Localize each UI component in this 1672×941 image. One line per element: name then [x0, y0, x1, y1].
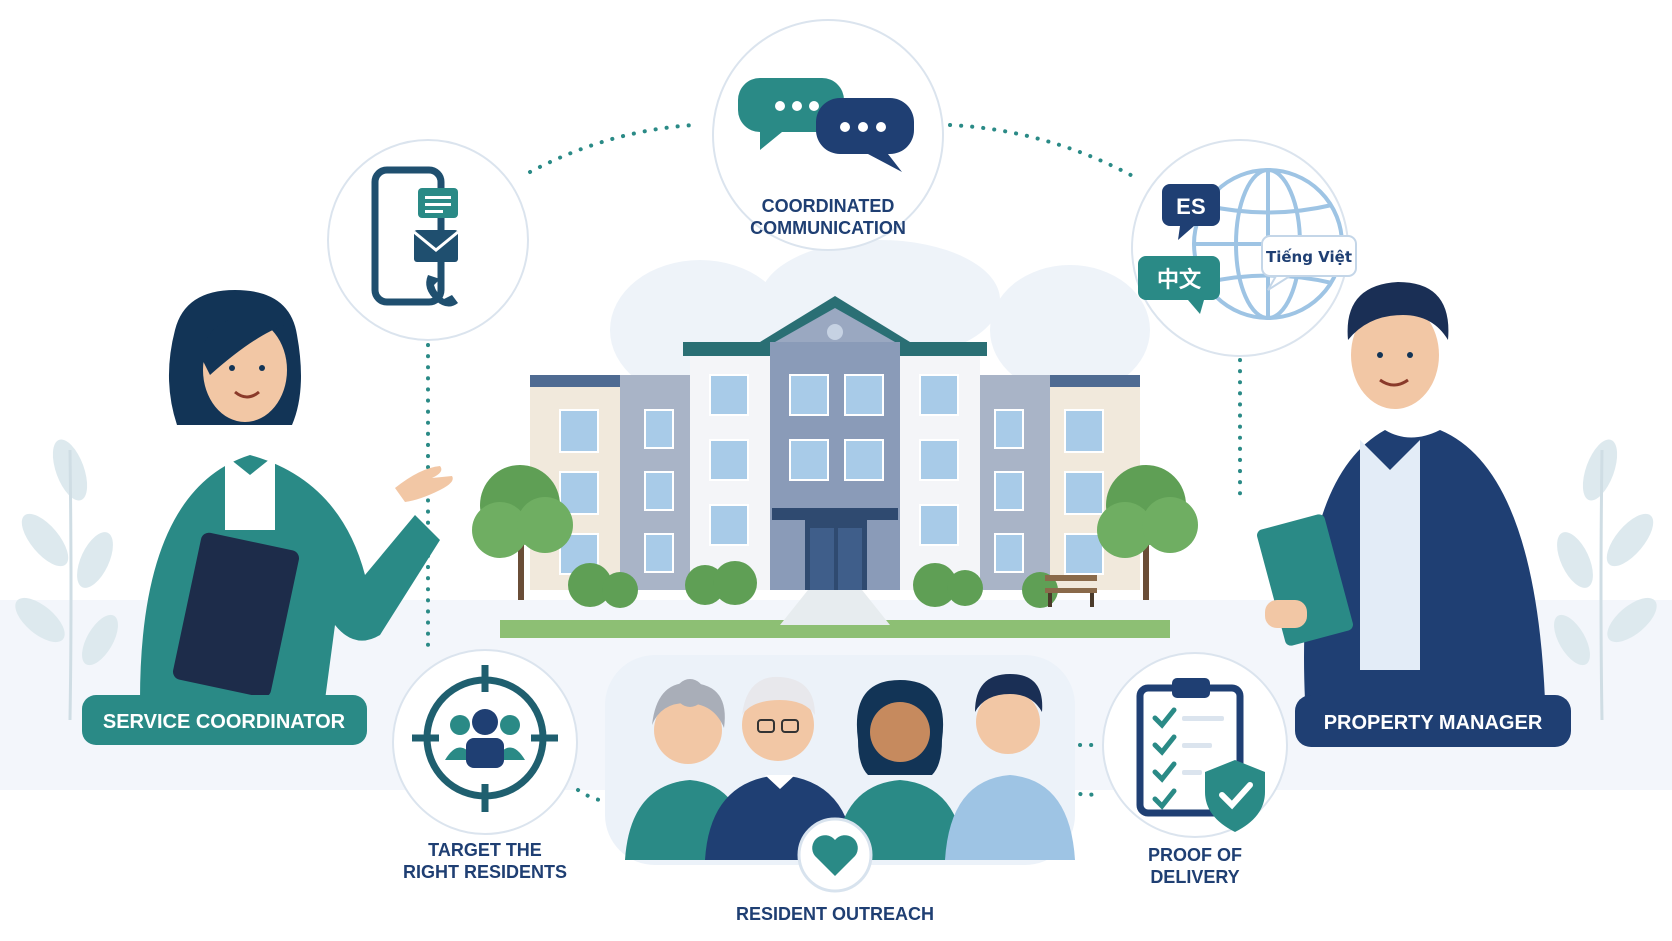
proof-node: PROOF OF DELIVERY	[1102, 652, 1288, 887]
property-manager-pill: PROPERTY MANAGER	[1295, 695, 1571, 747]
channels-node	[327, 139, 529, 341]
target-label-line1: TARGET THE	[428, 840, 542, 860]
languages-node: ES 中文 Tiếng Việt	[1131, 139, 1357, 357]
park-bench-illustration	[1045, 575, 1097, 607]
dotted-connectors	[426, 123, 1242, 804]
left-leaves-decoration	[15, 439, 118, 721]
service-coordinator-illustration	[140, 290, 453, 700]
language-tag-zh: 中文	[1138, 256, 1220, 314]
tree-left-illustration	[472, 465, 573, 600]
communication-label-line1: COORDINATED	[762, 196, 895, 216]
heart-icon	[797, 817, 873, 893]
svg-text:Tiếng Việt: Tiếng Việt	[1266, 247, 1352, 266]
target-label-line2: RIGHT RESIDENTS	[403, 862, 567, 882]
service-coordinator-pill: SERVICE COORDINATOR	[82, 695, 367, 745]
apartment-building-illustration	[472, 240, 1198, 638]
language-tag-es: ES	[1162, 184, 1220, 240]
property-manager-label: PROPERTY MANAGER	[1324, 712, 1543, 734]
chat-bubbles-icon	[738, 78, 914, 172]
residents-group-illustration	[625, 674, 1075, 860]
communication-label-line2: COMMUNICATION	[750, 218, 906, 238]
checklist-shield-icon	[1136, 678, 1265, 832]
target-group-icon	[412, 665, 558, 812]
tree-right-illustration	[1097, 465, 1198, 600]
service-coordinator-label: SERVICE COORDINATOR	[103, 711, 346, 733]
target-node: TARGET THE RIGHT RESIDENTS	[392, 649, 578, 882]
phone-message-icon	[371, 166, 459, 307]
proof-label-line2: DELIVERY	[1150, 867, 1239, 887]
language-tag-vi: Tiếng Việt	[1261, 235, 1357, 291]
outreach-node: RESIDENT OUTREACH	[605, 655, 1075, 924]
svg-text:ES: ES	[1176, 194, 1206, 219]
svg-text:中文: 中文	[1157, 267, 1202, 293]
right-leaves-decoration	[1554, 439, 1657, 721]
communication-node: COORDINATED COMMUNICATION	[712, 19, 944, 251]
property-manager-illustration	[1257, 282, 1545, 700]
proof-label-line1: PROOF OF	[1148, 845, 1242, 865]
outreach-label: RESIDENT OUTREACH	[736, 904, 934, 924]
